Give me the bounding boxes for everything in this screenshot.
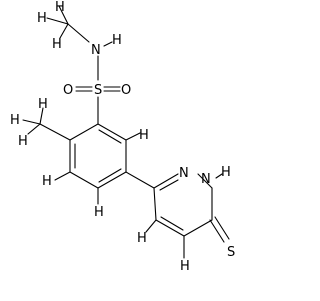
bond-ring-ch3 <box>39 123 71 141</box>
atom-labels: H H H N H S O O H H H H H H N N H H H S <box>10 0 235 274</box>
ring-bond-1 <box>97 123 127 141</box>
bond-ch3-n <box>67 23 90 43</box>
atom-n-ring-2: N <box>201 172 211 187</box>
pyr-bond-1 <box>153 173 179 189</box>
atom-h-amide: H <box>112 33 122 48</box>
bond-ring-n-h <box>215 173 223 179</box>
atom-n-amide: N <box>91 43 101 58</box>
ring-bond-3 <box>97 171 127 189</box>
atom-o-right: O <box>121 83 131 98</box>
atom-h-methyl-side-c: H <box>18 134 28 149</box>
atom-h-ring-5: H <box>180 259 190 274</box>
atom-h-methyl-top-a: H <box>37 11 47 26</box>
atom-h-ring-2: H <box>42 174 52 189</box>
pyr-bond-1-inner <box>159 179 179 191</box>
bond-ch3-h-b <box>58 5 69 25</box>
atom-h-ring-1: H <box>139 128 149 143</box>
atom-h-methyl-side-b: H <box>10 113 20 128</box>
bond-ch3-h-c <box>59 23 69 39</box>
atom-h-methyl-side-a: H <box>38 97 48 112</box>
atom-h-ring-n: H <box>221 165 231 180</box>
ring-bond-1-inner <box>98 129 122 144</box>
bond-n-h <box>103 41 113 47</box>
pyr-bond-5-inner <box>160 216 184 231</box>
bonds <box>22 5 230 259</box>
bond-ch3-h-a <box>46 17 69 25</box>
atom-h-ring-4: H <box>137 231 147 246</box>
structure-drawing: H H H N H S O O H H H H H H N N H H H S <box>10 0 235 274</box>
bond-pyr-h-1 <box>145 219 157 233</box>
bond-c-s-1 <box>209 219 225 243</box>
atom-s-sulfonyl: S <box>94 83 102 98</box>
atom-h-methyl-top-c: H <box>52 37 62 52</box>
atom-n-ring-1: N <box>179 166 189 181</box>
pyr-bond-2 <box>197 173 213 189</box>
ring-bond-6 <box>69 123 99 141</box>
bond-ring-h-2 <box>54 171 71 181</box>
bond-c-s-2 <box>214 216 230 240</box>
bond-biaryl <box>125 171 155 189</box>
pyr-bond-6 <box>153 187 157 221</box>
molecule-diagram: H H H N H S O O H H H H H H N N H H H S <box>10 0 235 274</box>
atom-h-ring-3: H <box>94 205 104 220</box>
pyr-bond-4 <box>183 219 213 237</box>
atom-o-left: O <box>63 83 73 98</box>
bond-ch3-side-h-c <box>27 123 41 135</box>
bond-ring-h-1 <box>125 132 141 141</box>
ring-bond-4 <box>69 171 99 189</box>
ring-bond-3-inner <box>98 168 122 183</box>
atom-h-methyl-top-b: H <box>55 0 65 15</box>
atom-s-thione: S <box>227 245 235 260</box>
bond-ch3-side-h-b <box>22 119 41 125</box>
pyr-bond-5 <box>155 219 185 237</box>
bond-ch3-side-h-a <box>39 107 44 125</box>
